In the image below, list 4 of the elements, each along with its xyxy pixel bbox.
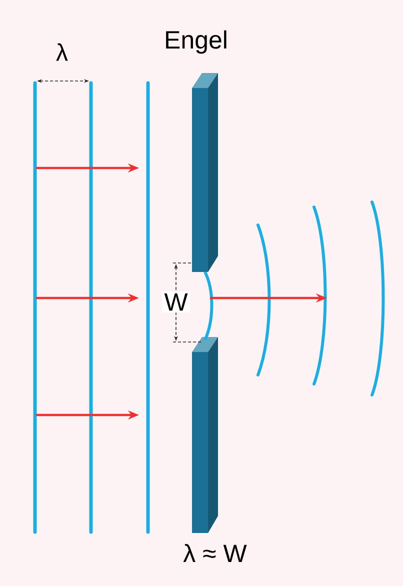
dimension-label: W <box>162 291 190 313</box>
dimension-label: λ <box>56 43 68 61</box>
equation: λ ≈ W <box>183 544 247 562</box>
heading: Engel <box>166 30 226 54</box>
